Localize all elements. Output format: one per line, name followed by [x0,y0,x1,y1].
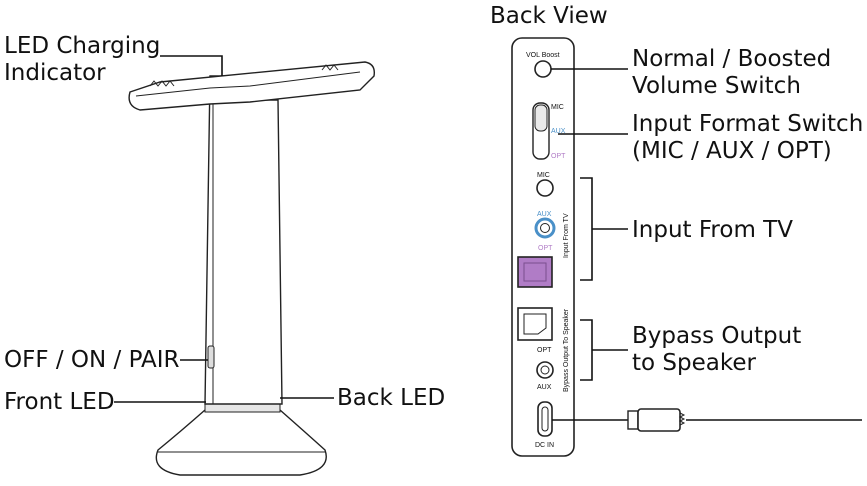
dc-in-port-inner [541,406,549,432]
bypass-vertical: Bypass Output To Speaker [563,308,570,392]
switch-aux-text: AUX [551,128,566,135]
front-led-label: Front LED [4,389,115,415]
jack-opt-text: OPT [538,245,553,252]
mic-jack [536,179,554,197]
led-charging-leader [160,55,223,76]
back-panel [511,37,575,457]
back-led-label: Back LED [337,385,445,411]
usb-c-plug [637,408,681,432]
bypass-bracket [580,319,593,381]
plug-strain-relief [678,412,686,426]
power-switch-graphic [207,345,215,369]
charging-pins-left [149,80,175,87]
input-format-label-1: Input Format Switch [632,111,863,137]
power-switch-label: OFF / ON / PAIR [4,347,180,373]
jack-mic-text: MIC [537,172,550,179]
format-slider-knob [534,104,548,132]
vol-boost-text: VOL Boost [526,52,560,59]
usb-c-tip [627,410,639,430]
switch-mic-text: MIC [551,104,564,111]
stand-pole [204,75,283,405]
led-charging-label-1: LED Charging [4,33,160,59]
volume-label-1: Normal / Boosted [632,46,831,72]
optical-input-port [517,256,553,288]
out-opt-text: OPT [537,347,552,354]
optical-output-port [517,307,553,341]
cradle-edge [135,71,361,97]
vol-boost-button [534,60,552,78]
input-from-tv-label: Input From TV [632,217,793,243]
switch-opt-text: OPT [551,153,566,160]
back-view-title: Back View [490,3,608,29]
dc-in-text: DC IN [535,442,554,449]
input-from-tv-vertical: Input From TV [563,213,570,258]
input-tv-bracket [580,177,593,281]
aux-output-inner [540,365,550,375]
stand-base [155,409,327,476]
headphone-stand [128,61,375,476]
bypass-label-2: to Speaker [632,350,756,376]
input-format-label-2: (MIC / AUX / OPT) [632,138,832,164]
volume-label-2: Volume Switch [632,73,801,99]
charging-pins-right [321,64,339,71]
optical-output-shape [523,313,547,335]
jack-aux-text: AUX [537,211,552,218]
led-ring [204,403,281,413]
led-charging-label-2: Indicator [4,60,106,86]
bypass-label-1: Bypass Output [632,323,801,349]
aux-jack-inner [540,223,550,233]
optical-input-inner [523,262,547,282]
out-aux-text: AUX [537,384,552,391]
